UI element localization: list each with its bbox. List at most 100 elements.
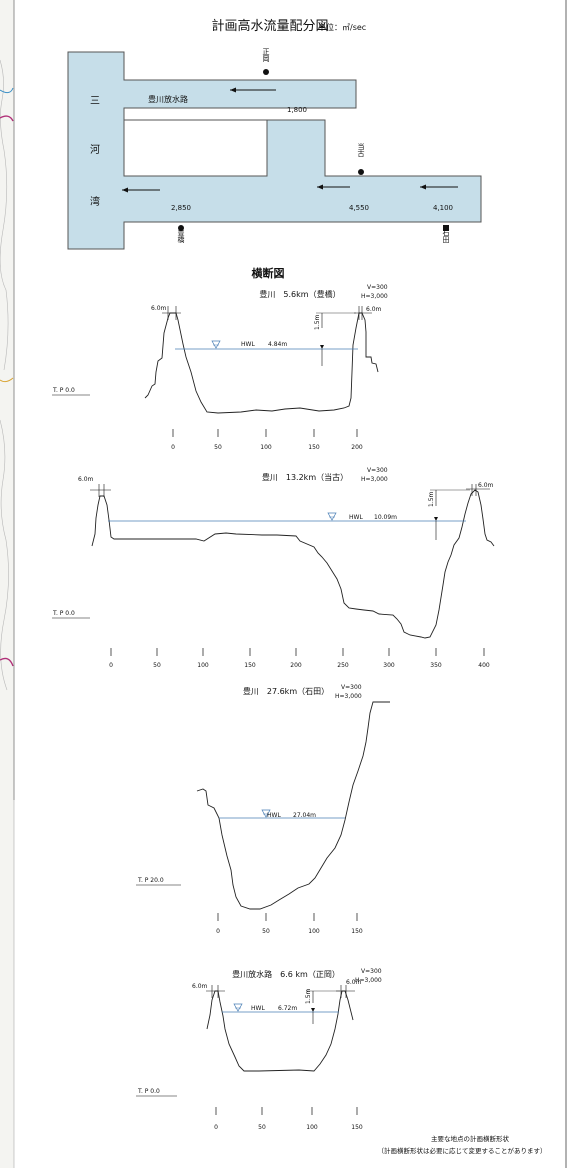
section-2-tick-150: 150 — [244, 662, 256, 669]
toko-flow-value: 4,550 — [349, 204, 369, 212]
cross-section-ishida: 豊川 27.6km（石田） V=300 H=3,000 HWL 27.04m T… — [136, 684, 390, 935]
section-1-crest-left: 6.0m — [151, 305, 167, 312]
section-2-tick-0: 0 — [109, 662, 113, 669]
station-ishida: 石田 — [442, 225, 450, 244]
section-3-tick-100: 100 — [308, 928, 320, 935]
section-3-ground-profile — [196, 701, 390, 910]
section-4-crest-right: 6.0m — [346, 979, 362, 986]
section-4-tick-100: 100 — [306, 1124, 318, 1131]
section-3-tick-150: 150 — [351, 928, 363, 935]
section-2-crest-left: 6.0m — [78, 476, 94, 483]
section-1-hwl-label: HWL — [241, 341, 255, 348]
section-2-hwl-value: 10.09m — [374, 514, 397, 521]
section-2-crest-right: 6.0m — [478, 482, 494, 489]
section-3-hwl-marker — [261, 809, 271, 818]
cross-section-heading: 横断図 — [252, 266, 285, 280]
section-1-tp-label: T. P 0.0 — [52, 387, 75, 394]
section-3-tick-50: 50 — [262, 928, 270, 935]
section-4-scale-h: H=3,000 — [355, 977, 382, 984]
station-toyohashi-marker — [178, 225, 184, 231]
section-2-freeboard: 1.5m — [428, 491, 435, 507]
station-masaoka-marker — [263, 69, 269, 75]
flow-diagram-unit: 単位：㎥/sec — [318, 22, 366, 32]
section-1-title: 豊川 5.6km（豊橋） — [259, 289, 340, 299]
section-2-tp-label: T. P 0.0 — [52, 610, 75, 617]
section-1-crest-right: 6.0m — [366, 306, 382, 313]
bay-char-2: 河 — [90, 144, 100, 156]
section-2-hwl-label: HWL — [349, 514, 363, 521]
side-map-strip — [0, 0, 15, 1168]
section-4-tp-label: T. P 0.0 — [137, 1088, 160, 1095]
footnote-line-1: 主要な地点の計画横断形状 — [431, 1134, 510, 1143]
cross-section-toko: 豊川 13.2km（当古） V=300 H=3,000 HWL 10.09m 6… — [52, 467, 495, 669]
section-1-scale-v: V=300 — [367, 284, 388, 291]
section-1-tick-50: 50 — [214, 444, 222, 451]
section-2-tick-300: 300 — [383, 662, 395, 669]
section-3-tick-0: 0 — [216, 928, 220, 935]
section-2-ground-profile — [91, 489, 495, 639]
section-4-freeboard: 1.5m — [305, 988, 312, 1004]
section-3-scale-v: V=300 — [341, 684, 362, 691]
section-3-hwl-label: HWL — [267, 812, 281, 819]
cross-section-masaoka: 豊川放水路 6.6 km（正岡） V=300 H=3,000 HWL 6.72m… — [136, 968, 382, 1131]
section-2-tick-250: 250 — [337, 662, 349, 669]
section-1-scale-h: H=3,000 — [361, 293, 388, 300]
section-4-hwl-marker — [233, 1003, 243, 1012]
channel-flow-value: 1,800 — [287, 106, 307, 114]
section-1-tick-150: 150 — [308, 444, 320, 451]
section-3-scale-h: H=3,000 — [335, 693, 362, 700]
section-1-hwl-marker — [211, 340, 221, 349]
section-2-axis: 0 50 100 150 200 250 300 350 400 — [109, 648, 490, 669]
section-2-scale-h: H=3,000 — [361, 476, 388, 483]
section-2-tick-350: 350 — [430, 662, 442, 669]
section-4-ground-profile — [206, 990, 354, 1072]
station-toyohashi-label: 豊橋 — [177, 228, 185, 244]
station-masaoka-label: 正岡 — [262, 48, 270, 63]
section-1-tick-100: 100 — [260, 444, 272, 451]
section-1-hwl-value: 4.84m — [268, 341, 287, 348]
section-2-tick-400: 400 — [478, 662, 490, 669]
cross-section-toyohashi: 豊川 5.6km（豊橋） V=300 H=3,000 HWL 4.84m 6.0… — [52, 284, 388, 451]
channel-label: 豊川放水路 — [148, 94, 188, 104]
section-2-tick-50: 50 — [153, 662, 161, 669]
station-toyohashi: 豊橋 — [177, 225, 185, 244]
section-4-hwl-label: HWL — [251, 1005, 265, 1012]
section-2-tick-100: 100 — [197, 662, 209, 669]
section-4-title: 豊川放水路 6.6 km（正岡） — [232, 969, 340, 979]
bay-char-3: 湾 — [90, 195, 100, 208]
section-4-scale-v: V=300 — [361, 968, 382, 975]
section-1-freeboard: 1.5m — [314, 314, 321, 330]
station-toko-marker — [358, 169, 364, 175]
station-ishida-label: 石田 — [442, 229, 450, 244]
section-4-tick-0: 0 — [214, 1124, 218, 1131]
section-2-hwl-marker — [327, 512, 337, 521]
section-2-tick-200: 200 — [290, 662, 302, 669]
flow-diagram-title: 計画高水流量配分図 — [211, 18, 328, 34]
section-4-tick-50: 50 — [258, 1124, 266, 1131]
section-4-tick-150: 150 — [351, 1124, 363, 1131]
section-3-title: 豊川 27.6km（石田） — [243, 686, 329, 696]
bay-char-1: 三 — [90, 96, 100, 107]
section-1-tick-0: 0 — [171, 444, 175, 451]
station-toko-label: 当古 — [357, 142, 365, 158]
toyohashi-flow-value: 2,850 — [171, 204, 191, 212]
section-2-scale-v: V=300 — [367, 467, 388, 474]
section-1-ground-profile — [144, 312, 379, 414]
section-2-title: 豊川 13.2km（当古） — [262, 472, 348, 482]
ishida-flow-value: 4,100 — [433, 204, 453, 212]
section-4-hwl-value: 6.72m — [278, 1005, 297, 1012]
land-island — [123, 119, 268, 177]
section-3-tp-label: T. P 20.0 — [137, 877, 164, 884]
flow-diagram: 計画高水流量配分図 単位：㎥/sec 三 河 湾 豊川放水路 1,800 2,8… — [67, 18, 482, 250]
station-ishida-marker — [443, 225, 449, 231]
footnote-line-2: （計画横断形状は必要に応じて変更することがあります） — [378, 1146, 547, 1155]
section-1-axis: 0 50 100 150 200 — [171, 429, 363, 451]
station-masaoka: 正岡 — [262, 48, 270, 75]
section-1-tick-200: 200 — [351, 444, 363, 451]
section-4-crest-left: 6.0m — [192, 983, 208, 990]
station-toko: 当古 — [357, 142, 365, 175]
water-body — [67, 51, 482, 250]
section-3-hwl-value: 27.04m — [293, 812, 316, 819]
